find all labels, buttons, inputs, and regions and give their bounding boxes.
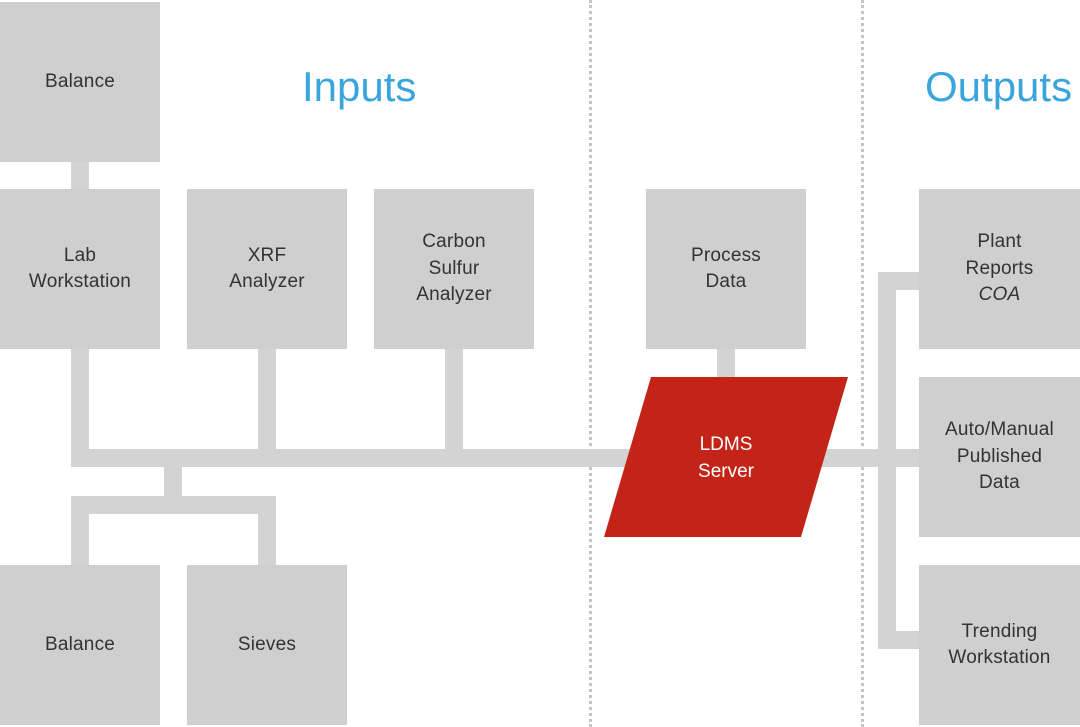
sieves-box: Sieves (187, 565, 347, 725)
xrf-analyzer-box: XRF Analyzer (187, 189, 347, 349)
plant-reports-box: Plant Reports COA (919, 189, 1080, 349)
connector-to-plant-reports (878, 272, 920, 290)
balance-bottom-box: Balance (0, 565, 160, 725)
balance-top-box: Balance (0, 2, 160, 162)
connector-balance-to-workstation (71, 160, 89, 190)
connector-bottom-balance (71, 514, 89, 566)
connector-bus-to-bottom (164, 467, 182, 497)
connector-to-trending (878, 631, 920, 649)
connector-workstation-down (71, 347, 89, 467)
connector-process-to-server (717, 347, 735, 379)
connector-bottom-bar (71, 496, 276, 514)
connector-xrf-down (258, 347, 276, 467)
divider-inputs-center (589, 0, 592, 727)
carbon-sulfur-analyzer-box: Carbon Sulfur Analyzer (374, 189, 534, 349)
ldms-server-parallelogram (604, 377, 848, 537)
ldms-server-label: LDMS Server (698, 434, 754, 482)
inputs-heading: Inputs (302, 63, 417, 110)
process-data-box: Process Data (646, 189, 806, 349)
lab-workstation-box: Lab Workstation (0, 189, 160, 349)
outputs-heading: Outputs (925, 63, 1073, 110)
trending-workstation-box: Trending Workstation (919, 565, 1080, 725)
divider-center-outputs (861, 0, 864, 727)
connector-to-published-data (878, 449, 920, 467)
published-data-box: Auto/Manual Published Data (919, 377, 1080, 537)
connector-carbon-down (445, 347, 463, 467)
connector-bottom-sieves (258, 514, 276, 566)
